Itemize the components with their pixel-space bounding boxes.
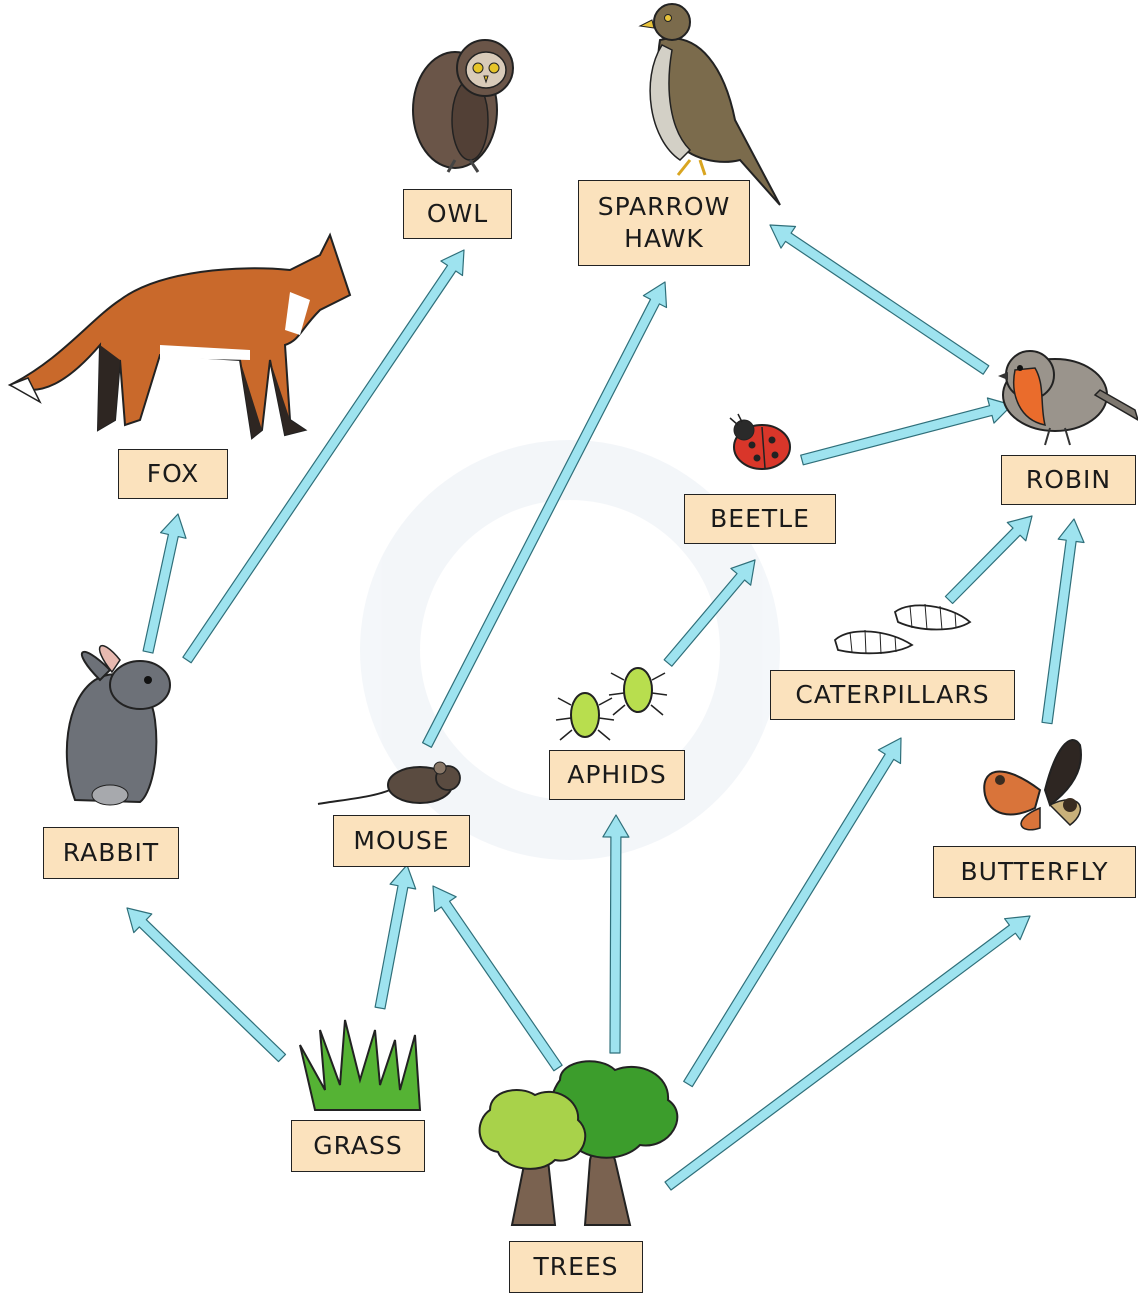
arrow-rabbit-to-fox — [142, 513, 187, 654]
label-robin: ROBIN — [1001, 455, 1136, 505]
label-trees: TREES — [509, 1241, 643, 1293]
arrow-robin-to-sparrow-hawk — [769, 224, 990, 375]
label-aphids: APHIDS — [549, 750, 685, 800]
caterpillars-icon — [833, 603, 972, 655]
arrow-grass-to-rabbit — [126, 907, 287, 1063]
label-mouse: MOUSE — [333, 815, 470, 867]
arrow-layer — [126, 224, 1085, 1191]
aphids-icon — [555, 667, 668, 741]
grass-icon — [299, 1019, 422, 1111]
rabbit-icon — [65, 645, 171, 806]
arrow-aphids-to-beetle — [663, 559, 756, 667]
label-grass: GRASS — [291, 1120, 425, 1172]
label-caterpillars: CATERPILLARS — [770, 670, 1015, 720]
arrow-mouse-to-sparrow-hawk — [422, 281, 668, 748]
arrow-trees-to-aphids — [602, 814, 630, 1054]
label-butterfly: BUTTERFLY — [933, 846, 1136, 898]
label-owl: OWL — [403, 189, 512, 239]
robin-icon — [998, 350, 1138, 446]
arrow-grass-to-mouse — [374, 864, 417, 1010]
arrow-trees-to-caterpillars — [683, 737, 902, 1088]
label-rabbit: RABBIT — [43, 827, 179, 879]
mouse-icon — [317, 761, 461, 805]
arrow-caterpillars-to-robin — [944, 515, 1033, 605]
arrow-butterfly-to-robin — [1041, 518, 1085, 725]
arrow-beetle-to-robin — [800, 397, 1013, 466]
label-beetle: BEETLE — [684, 494, 836, 544]
beetle-icon — [729, 413, 791, 470]
sparrow-hawk-icon — [638, 3, 781, 206]
fox-icon — [7, 232, 352, 440]
label-fox: FOX — [118, 449, 228, 499]
trees-icon — [478, 1060, 679, 1226]
butterfly-icon — [983, 739, 1082, 831]
arrow-rabbit-to-owl — [182, 249, 465, 664]
arrow-trees-to-mouse — [432, 885, 563, 1072]
arrow-trees-to-butterfly — [664, 915, 1031, 1191]
label-sparrow-hawk: SPARROW HAWK — [578, 180, 750, 266]
owl-icon — [412, 39, 514, 173]
